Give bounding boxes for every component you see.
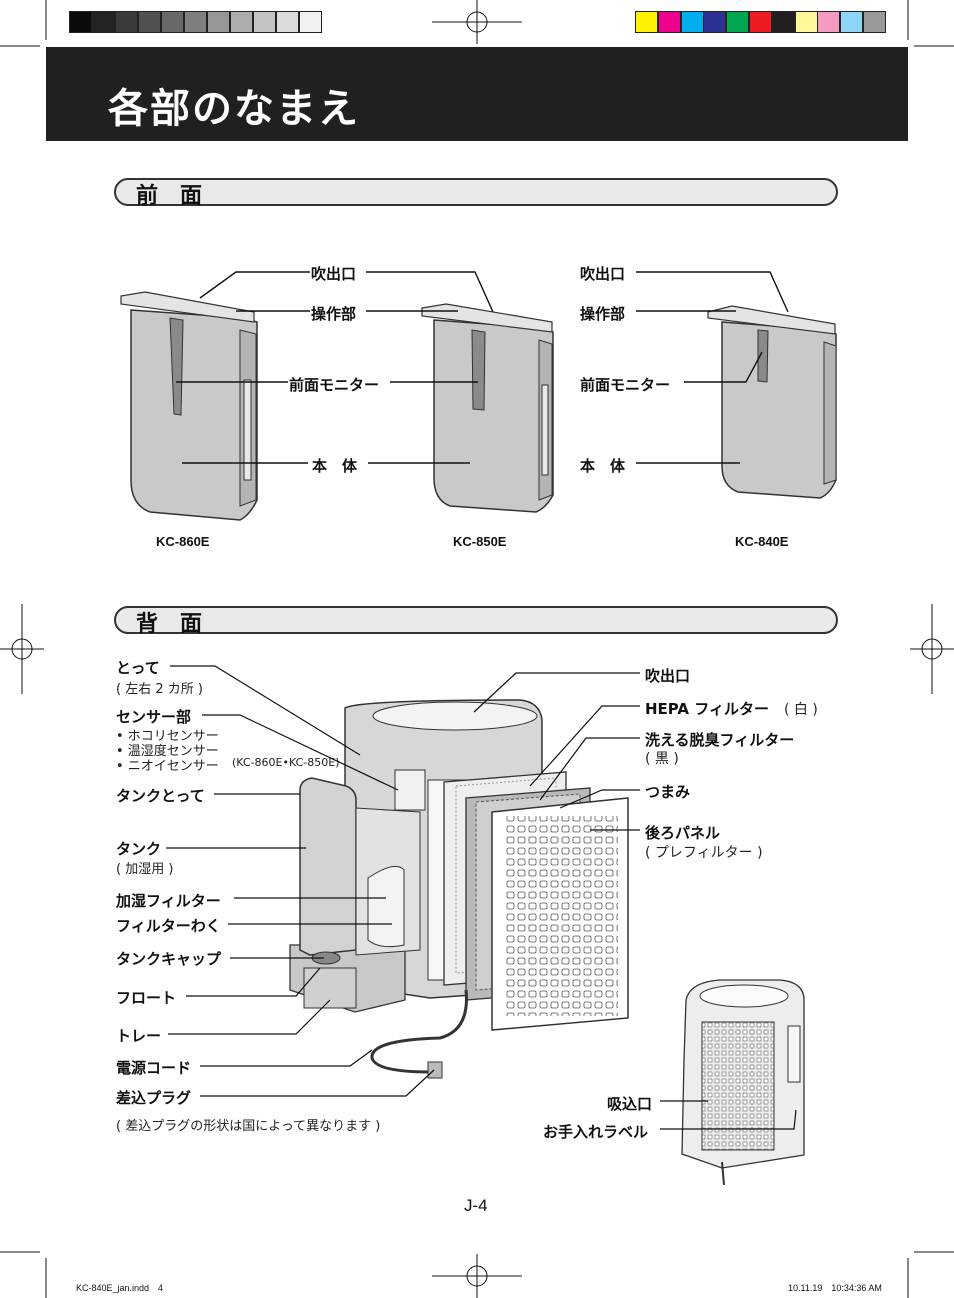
controls-label-left: 操作部 <box>311 305 357 323</box>
deodorizing-filter-note: ( 黒 ) <box>645 751 679 767</box>
sensor-item-odor: • ニオイセンサー <box>116 759 219 774</box>
process-color-swatch <box>840 11 864 33</box>
front-leader-lines <box>176 271 789 464</box>
gray-swatch <box>184 11 207 33</box>
tank-note: ( 加湿用 ) <box>116 862 174 877</box>
handle-note: ( 左右 2 カ所 ) <box>116 682 203 697</box>
hepa-filter-label: HEPA フィルター <box>645 700 769 718</box>
humidifying-filter-label: 加湿フィルター <box>116 892 221 910</box>
gray-swatch <box>207 11 230 33</box>
back-panel-note: ( プレフィルター ) <box>645 845 763 861</box>
knob-label: つまみ <box>645 783 691 801</box>
gray-swatch <box>253 11 276 33</box>
front-monitor-label-left: 前面モニター <box>289 376 380 394</box>
back-section-header <box>114 606 838 634</box>
gray-swatch <box>92 11 115 33</box>
process-color-swatch <box>863 11 886 33</box>
unit-kc860e-drawing <box>120 291 258 521</box>
gray-swatch <box>115 11 138 33</box>
back-leader-lines <box>166 665 640 1097</box>
process-color-swatch <box>726 11 750 33</box>
process-color-swatch <box>657 11 681 33</box>
back-panel-drawing <box>491 797 629 1031</box>
model-label-kc840e: KC-840E <box>735 534 789 549</box>
body-label-right: 本 体 <box>580 457 626 475</box>
gray-swatch <box>230 11 253 33</box>
model-label-kc850e: KC-850E <box>453 534 507 549</box>
gray-swatch <box>299 11 322 33</box>
tank-and-tray-drawing <box>289 777 468 1079</box>
back-section-label: 背面 <box>136 612 225 637</box>
model-label-kc860e: KC-860E <box>156 534 210 549</box>
rear-outlet-label: 吹出口 <box>645 667 691 685</box>
care-label-label: お手入れラベル <box>543 1123 649 1141</box>
front-monitor-label-right: 前面モニター <box>580 376 671 394</box>
page-number: J-4 <box>464 1196 488 1215</box>
process-color-swatch <box>703 11 727 33</box>
unit-kc850e-drawing <box>421 303 554 513</box>
tank-label: タンク <box>116 840 162 858</box>
tank-handle-label: タンクとって <box>116 787 205 805</box>
body-label-left: 本 体 <box>312 457 358 475</box>
handle-label: とって <box>116 659 160 677</box>
gray-swatch <box>161 11 184 33</box>
sensor-item-dust: • ホコリセンサー <box>116 729 219 744</box>
small-rear-unit-drawing <box>681 979 805 1186</box>
front-section-header <box>114 178 838 206</box>
intake-leader-lines <box>660 1100 797 1130</box>
controls-label-right: 操作部 <box>580 305 626 323</box>
float-label: フロート <box>116 989 177 1007</box>
intake-label: 吸込口 <box>607 1095 653 1113</box>
power-cord-label: 電源コード <box>116 1059 192 1077</box>
footer-timestamp: 10.11.19 10:34:36 AM <box>788 1283 882 1293</box>
process-color-swatch <box>635 11 658 33</box>
unit-kc840e-drawing <box>707 305 837 499</box>
plug-note: ( 差込プラグの形状は国によって異なります ) <box>116 1119 381 1134</box>
gray-swatch <box>276 11 299 33</box>
process-color-swatch <box>749 11 772 33</box>
page-title: 各部のなまえ <box>108 86 360 132</box>
process-color-swatch <box>680 11 704 33</box>
process-color-swatch <box>771 11 795 33</box>
plug-label: 差込プラグ <box>116 1089 192 1107</box>
back-panel-label: 後ろパネル <box>645 824 721 842</box>
filter-frame-label: フィルターわく <box>116 917 221 935</box>
deodorizing-filter-label: 洗える脱臭フィルター <box>645 731 795 749</box>
tank-cap-label: タンクキャップ <box>116 950 222 968</box>
title-bar <box>46 47 908 141</box>
outlet-label-right: 吹出口 <box>580 265 626 283</box>
sensor-label: センサー部 <box>116 708 192 726</box>
gray-swatch <box>138 11 161 33</box>
footer-file-name: KC-840E_jan.indd 4 <box>76 1283 164 1293</box>
process-color-swatch <box>794 11 818 33</box>
tray-label: トレー <box>116 1027 162 1045</box>
sensor-item-humidity: • 温湿度センサー <box>116 744 219 759</box>
outlet-label-left: 吹出口 <box>311 265 357 283</box>
hepa-filter-note: ( 白 ) <box>784 702 818 718</box>
front-section-label: 前面 <box>136 184 225 209</box>
process-color-swatch <box>817 11 841 33</box>
sensor-models-note: (KC-860E•KC-850E) <box>232 756 340 769</box>
gray-swatch <box>69 11 92 33</box>
